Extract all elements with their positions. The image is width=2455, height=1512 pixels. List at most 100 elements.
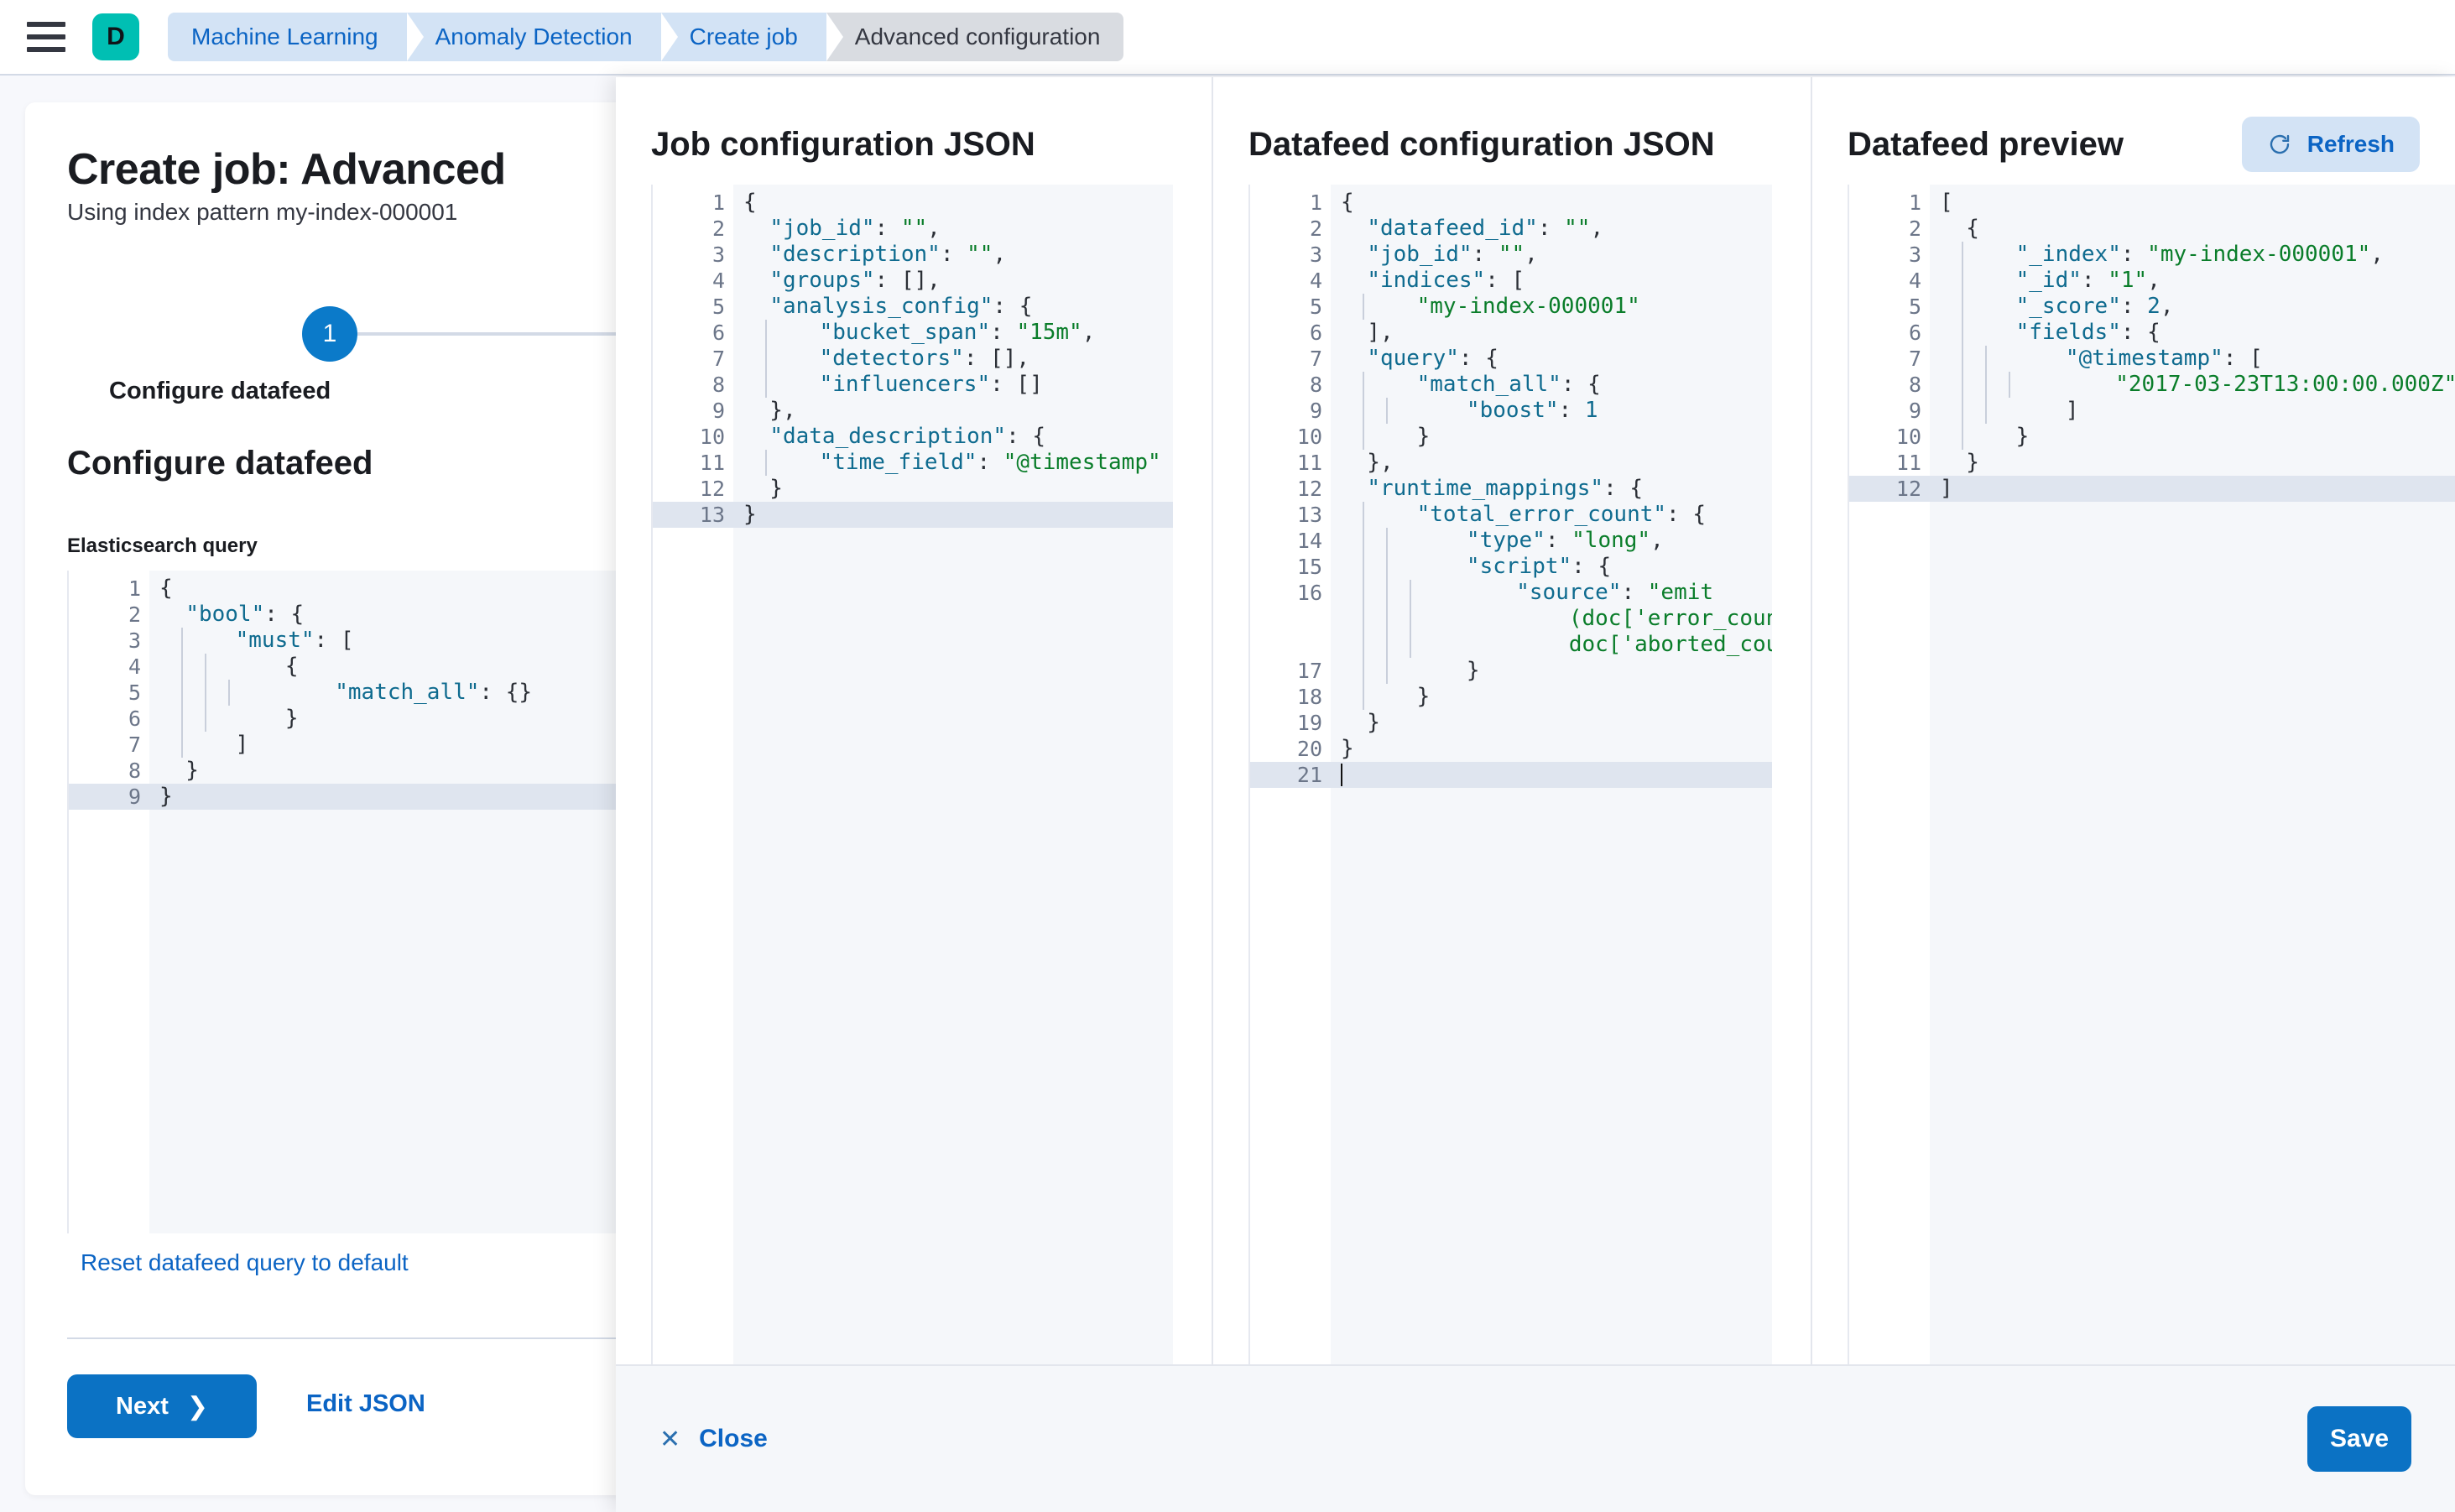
code-line[interactable]: "time_field": "@timestamp" [733,450,1173,476]
editor-code-area[interactable]: { "job_id": "", "description": "", "grou… [733,185,1173,1440]
edit-json-link[interactable]: Edit JSON [306,1390,425,1417]
datafeed-configuration-editor[interactable]: 1▾234▾567▾8▾9101112▾13▾1415▾161718192021… [1248,185,1772,1440]
code-line[interactable]: ], [1331,320,1772,346]
code-line[interactable]: { [1331,190,1772,216]
code-line[interactable]: "influencers": [] [733,372,1173,398]
code-line[interactable]: "fields": { [1930,320,2455,346]
code-token: , [1082,320,1096,345]
flyout-body: Job configuration JSON 1▾2345▾678910▾111… [616,77,2455,1440]
code-line[interactable]: "runtime_mappings": { [1331,476,1772,502]
breadcrumb-label: Create job [689,23,798,50]
indent-guide [1985,346,1987,372]
gutter-line-number: 4▾ [69,654,161,680]
code-line[interactable]: "data_description": { [733,424,1173,450]
indent-guide [1363,528,1364,554]
code-line[interactable]: } [733,502,1173,528]
code-line[interactable]: "analysis_config": { [733,294,1173,320]
breadcrumb-item-machine-learning[interactable]: Machine Learning [168,13,424,61]
code-line[interactable]: "_score": 2, [1930,294,2455,320]
code-line[interactable]: "job_id": "", [733,216,1173,242]
code-line[interactable]: "description": "", [733,242,1173,268]
code-line[interactable]: "source": "emit [1331,580,1772,606]
next-button[interactable]: Next ❯ [67,1374,257,1438]
code-line[interactable]: } [1930,450,2455,476]
gutter-line-number: 18 [1296,685,1322,709]
code-token [743,424,769,449]
close-button[interactable]: ✕ Close [659,1425,768,1454]
code-line[interactable]: } [1930,424,2455,450]
code-line[interactable]: { [733,190,1173,216]
gutter-line-number: 17 [1296,659,1322,683]
code-line[interactable]: "job_id": "", [1331,242,1772,268]
code-line[interactable]: [ [1930,190,2455,216]
indent-guide [205,706,206,732]
gutter-line-number: 8 [128,759,141,783]
code-line[interactable]: { [149,654,654,680]
code-line[interactable]: "my-index-000001" [1331,294,1772,320]
code-token: : { [1572,554,1612,579]
code-line[interactable] [1331,762,1772,788]
code-token: "my-index-000001" [1416,294,1640,319]
code-line[interactable]: "groups": [], [733,268,1173,294]
code-line[interactable]: "datafeed_id": "", [1331,216,1772,242]
breadcrumb-item-create-job[interactable]: Create job [660,13,844,61]
code-line[interactable]: "bucket_span": "15m", [733,320,1173,346]
code-line-wrapped[interactable]: doc['aborted_count'].value)" [1331,632,1772,658]
code-line[interactable]: "indices": [ [1331,268,1772,294]
reset-datafeed-query-link[interactable]: Reset datafeed query to default [81,1249,409,1275]
save-button[interactable]: Save [2307,1406,2411,1472]
code-line[interactable]: } [1331,736,1772,762]
code-line[interactable]: "@timestamp": [ [1930,346,2455,372]
code-line[interactable]: } [1331,658,1772,684]
code-line[interactable]: { [1930,216,2455,242]
gutter-line-number: 9 [1908,399,1921,423]
code-line-wrapped[interactable]: (doc['error_count'].value + [1331,606,1772,632]
indent-guide [1386,528,1388,554]
code-line[interactable]: } [1331,684,1772,710]
code-line[interactable]: } [1331,710,1772,736]
code-line[interactable]: "match_all": { [1331,372,1772,398]
code-line[interactable]: "query": { [1331,346,1772,372]
code-line[interactable]: "type": "long", [1331,528,1772,554]
code-line[interactable]: "total_error_count": { [1331,502,1772,528]
code-line[interactable]: "_index": "my-index-000001", [1930,242,2455,268]
gutter-line-number: 4▾ [1250,268,1342,294]
indent-guide [181,732,183,758]
code-line[interactable]: } [149,706,654,732]
indent-guide [1985,398,1987,424]
code-line[interactable]: "_id": "1", [1930,268,2455,294]
code-line[interactable]: } [733,476,1173,502]
gutter-line-number: 10 [1895,425,1921,449]
indent-guide [1363,554,1364,580]
editor-code-area[interactable]: { "datafeed_id": "", "job_id": "", "indi… [1331,185,1772,1440]
stepper-step-1[interactable]: 1 [302,306,357,362]
code-line[interactable]: "boost": 1 [1331,398,1772,424]
code-line[interactable]: "2017-03-23T13:00:00.000Z" [1930,372,2455,398]
code-line[interactable]: { [149,576,654,602]
editor-code-area[interactable]: [ { "_index": "my-index-000001", "_id": … [1930,185,2455,1440]
code-line[interactable]: } [149,758,654,784]
code-line[interactable]: ] [1930,398,2455,424]
code-token [767,450,820,475]
code-line[interactable]: ] [149,732,654,758]
hamburger-menu-icon[interactable] [27,18,65,56]
code-line[interactable]: } [149,784,654,810]
code-line[interactable]: "bool": { [149,602,654,628]
code-line[interactable]: "detectors": [], [733,346,1173,372]
code-line[interactable]: ] [1930,476,2455,502]
refresh-button[interactable]: Refresh [2241,117,2420,172]
code-line[interactable]: "script": { [1331,554,1772,580]
breadcrumb-item-advanced-configuration[interactable]: Advanced configuration [826,13,1124,61]
breadcrumb-item-anomaly-detection[interactable]: Anomaly Detection [406,13,678,61]
code-line[interactable]: "must": [ [149,628,654,654]
code-line[interactable]: "match_all": {} [149,680,654,706]
code-line[interactable]: }, [733,398,1173,424]
code-line[interactable]: }, [1331,450,1772,476]
editor-code-area[interactable]: { "bool": { "must": [ { "match_all": {} … [149,571,654,1233]
deployment-logo-badge[interactable]: D [92,13,139,60]
code-line[interactable]: } [1331,424,1772,450]
indent-guide [181,654,183,680]
